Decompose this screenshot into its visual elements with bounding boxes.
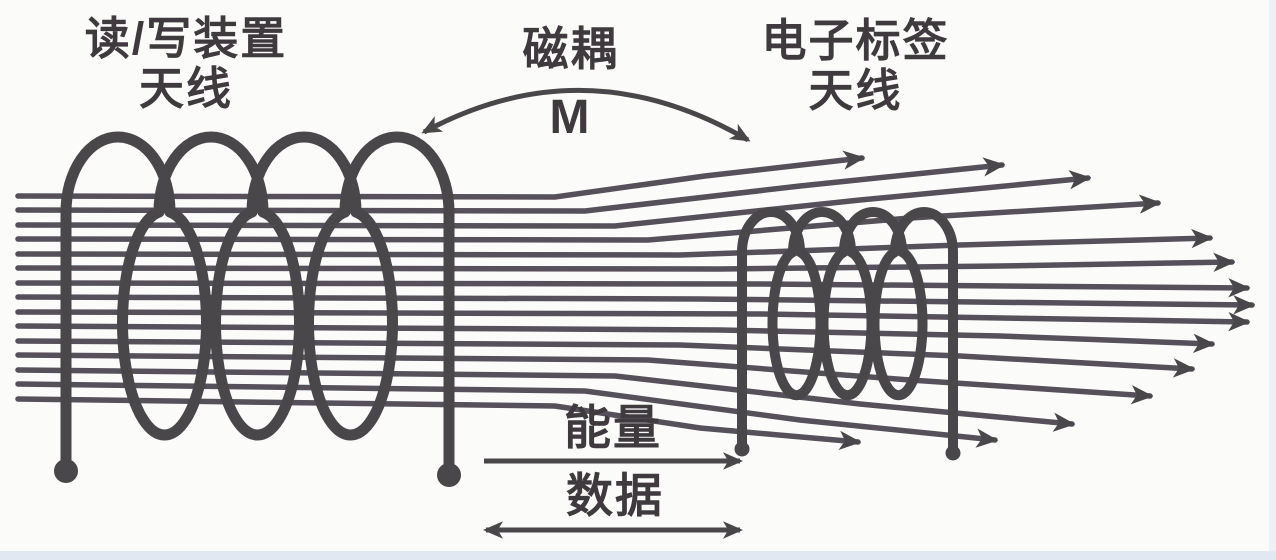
coupling-arc-arrow	[421, 87, 751, 143]
energy-label: 能量	[564, 401, 662, 454]
field-line	[15, 157, 1006, 214]
reader-coil-terminal-dot	[54, 459, 78, 483]
coupling-label: 磁耦	[522, 23, 619, 75]
scan-edge-bottom	[0, 551, 1276, 560]
field-line	[15, 294, 1256, 315]
field-line	[15, 323, 1216, 353]
reader-antenna-label-line1: 读/写装置	[84, 13, 288, 64]
coupling-symbol: M	[549, 91, 592, 144]
tag-antenna-label-line2: 天线	[808, 64, 903, 116]
tag-antenna-label: 电子标签 天线	[748, 16, 963, 115]
field-line	[15, 170, 1092, 229]
field-line	[15, 228, 1214, 258]
reader-antenna-label-line2: 天线	[138, 62, 233, 114]
reader-coil-wire	[60, 131, 455, 472]
field-line	[15, 150, 866, 200]
field-line	[15, 381, 999, 448]
field-line	[15, 309, 1251, 332]
data-label: 数据	[566, 469, 664, 522]
field-line	[15, 194, 1162, 243]
tag-coil-wire	[737, 207, 958, 455]
scan-edge-right	[1269, 0, 1276, 560]
tag-coil-terminal-dot	[945, 445, 961, 461]
reader-coil-terminal-dot	[437, 463, 461, 487]
reader-antenna-coil	[54, 131, 461, 487]
field-line	[15, 278, 1251, 298]
tag-coil-terminal-dot	[734, 441, 750, 457]
tag-antenna-label-line1: 电子标签	[761, 15, 950, 66]
reader-antenna-label: 读/写装置 天线	[52, 14, 320, 113]
